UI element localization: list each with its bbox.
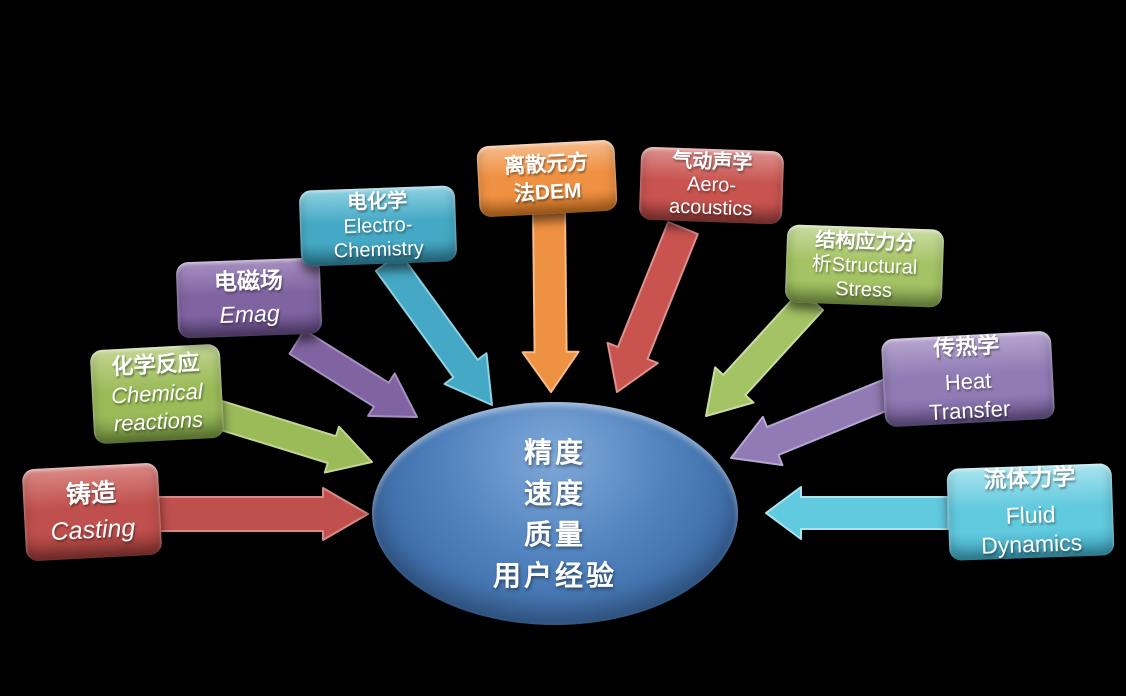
node-structural-label-zh: 结构应力分 [814, 229, 916, 255]
node-emag: 电磁场 Emag [175, 257, 323, 339]
node-structural-stress: 结构应力分 析Structural Stress [784, 224, 945, 308]
node-casting-label-zh: 铸造 [65, 478, 117, 510]
node-aero-label-en1: Aero- [686, 173, 737, 197]
node-aero-label-zh: 气动声学 [671, 149, 753, 175]
node-heat-transfer: 传热学 Heat Transfer [880, 330, 1056, 428]
node-casting: 铸造 Casting [21, 462, 163, 562]
center-line-user-experience: 用户经验 [492, 559, 617, 591]
node-heat-label-en2: Transfer [928, 395, 1011, 425]
arrow-dem-to-center [521, 208, 580, 393]
node-emag-label-zh: 电磁场 [213, 266, 284, 295]
arrow-emag-to-center [288, 329, 418, 418]
node-fluid-label-en2: Dynamics [980, 529, 1083, 560]
node-structural-label-en: Stress [834, 278, 893, 302]
center-line-precision: 精度 [523, 436, 586, 468]
node-fluid-label-en1: Fluid [1005, 500, 1056, 529]
arrow-chemical-to-center [204, 397, 373, 474]
arrow-fluid-to-center [765, 486, 949, 540]
node-heat-label-en1: Heat [944, 368, 992, 396]
node-dem-label-zh2: 法DEM [513, 178, 583, 206]
node-aero-acoustics: 气动声学 Aero- acoustics [638, 146, 785, 225]
node-electro-label-zh: 电化学 [346, 189, 408, 215]
arrow-electro-to-center [374, 252, 493, 406]
node-chemical-label-zh: 化学反应 [110, 349, 201, 380]
arrow-aero-to-center [606, 221, 699, 393]
center-ellipse: 精度 速度 质量 用户经验 [372, 402, 738, 625]
node-electro-label-en1: Electro- [343, 213, 413, 239]
center-line-quality: 质量 [523, 518, 586, 550]
node-fluid-label-zh: 流体力学 [982, 463, 1076, 493]
node-chemical-label-en2: reactions [113, 406, 204, 437]
node-fluid-dynamics: 流体力学 Fluid Dynamics [946, 463, 1115, 561]
node-structural-label-mix: 析Structural [811, 253, 918, 279]
node-heat-label-zh: 传热学 [932, 331, 1000, 361]
node-emag-label-en: Emag [219, 299, 281, 329]
arrow-heat-to-center [730, 377, 900, 467]
node-aero-label-en2: acoustics [668, 195, 753, 221]
node-chemical-reactions: 化学反应 Chemical reactions [89, 343, 225, 445]
node-electro-label-en2: Chemistry [333, 237, 425, 263]
node-dem: 离散元方 法DEM [476, 139, 618, 218]
node-casting-label-en: Casting [49, 513, 136, 547]
arrow-structural-to-center [705, 288, 825, 417]
node-electro-chemistry: 电化学 Electro- Chemistry [298, 185, 458, 267]
center-line-speed: 速度 [523, 477, 586, 509]
